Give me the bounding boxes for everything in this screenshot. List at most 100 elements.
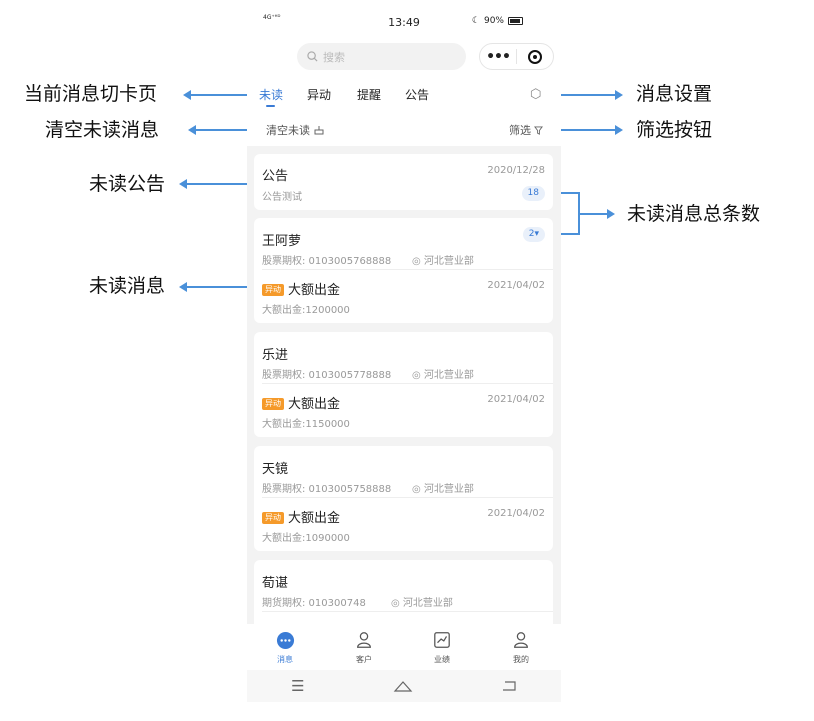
search-icon xyxy=(307,51,318,62)
tab-reminders[interactable]: 提醒 xyxy=(357,88,382,102)
event-date: 2021/04/02 xyxy=(487,394,545,405)
annotation-bracket xyxy=(578,192,580,235)
annotation-unread-message: 未读消息 xyxy=(89,275,166,297)
client-card[interactable]: 乐进 股票期权: 0103005778888 ◎ 河北营业部 异动大额出金 20… xyxy=(254,332,553,437)
moon-icon: ☾ xyxy=(471,16,480,26)
client-name: 荀谌 xyxy=(262,576,289,591)
annotation-unread-total: 未读消息总条数 xyxy=(627,203,761,225)
client-name: 天镜 xyxy=(262,462,289,477)
event-title: 异动大额出金 xyxy=(262,393,340,412)
filter-button[interactable]: 筛选 xyxy=(509,122,543,138)
annotation-arrow xyxy=(188,125,258,135)
client-card[interactable]: 天镜 股票期权: 0103005758888 ◎ 河北营业部 异动大额出金 20… xyxy=(254,446,553,551)
tabbar-mine[interactable]: 我的 xyxy=(491,630,551,665)
notice-title: 公告 xyxy=(262,169,289,184)
broom-icon xyxy=(314,126,324,135)
annotation-arrow xyxy=(546,125,623,135)
event-date: 2021/04/02 xyxy=(487,280,545,291)
location-pin-icon: ◎ xyxy=(412,370,424,381)
battery-percent: 90% xyxy=(483,16,504,26)
branch-location: ◎ 河北营业部 xyxy=(412,484,474,495)
event-detail: 大额出金:1090000 xyxy=(262,533,350,544)
battery-icon xyxy=(508,17,523,25)
tab-unread[interactable]: 未读 xyxy=(259,88,284,102)
target-icon xyxy=(527,49,542,64)
more-icon[interactable]: ••• xyxy=(486,48,511,65)
event-detail: 大额出金:1150000 xyxy=(262,419,350,430)
message-list[interactable]: 公告 2020/12/28 公告测试 18 王阿萝 2▾ 股票期权: 01030… xyxy=(247,146,561,624)
menu-icon[interactable]: ☰ xyxy=(291,677,305,695)
client-account: 期货期权: 010300748 xyxy=(262,598,366,609)
annotation-message-settings: 消息设置 xyxy=(636,83,713,105)
notice-card[interactable]: 公告 2020/12/28 公告测试 18 xyxy=(254,154,553,210)
change-tag: 异动 xyxy=(262,512,284,524)
unread-count-badge: 18 xyxy=(521,186,545,201)
client-name: 乐进 xyxy=(262,348,289,363)
annotation-arrow xyxy=(179,179,248,189)
filter-icon xyxy=(534,125,543,135)
tabbar-label: 消息 xyxy=(277,655,293,664)
annotation-current-tab: 当前消息切卡页 xyxy=(24,83,158,105)
miniprogram-capsule: ••• xyxy=(479,43,554,70)
branch-location: ◎ 河北营业部 xyxy=(391,598,453,609)
capsule-divider xyxy=(516,49,517,64)
system-nav-bar: ☰ xyxy=(247,670,561,702)
filter-label: 筛选 xyxy=(509,124,531,137)
message-tabs: 未读 异动 提醒 公告 xyxy=(247,86,561,108)
location-pin-icon: ◎ xyxy=(412,256,424,267)
tab-notices[interactable]: 公告 xyxy=(405,88,430,102)
tabbar-clients[interactable]: 客户 xyxy=(334,630,394,665)
status-bar: 4G⁺ᴴᴰ 13:49 ☾ 90% xyxy=(247,12,561,34)
branch-location: ◎ 河北营业部 xyxy=(412,256,474,267)
annotation-arrow xyxy=(580,209,615,219)
annotation-unread-notice: 未读公告 xyxy=(89,173,166,195)
annotation-arrow xyxy=(183,90,258,100)
chart-icon xyxy=(434,632,450,648)
back-icon[interactable] xyxy=(501,680,517,692)
profile-icon xyxy=(514,632,528,648)
annotation-arrow xyxy=(546,90,623,100)
tabbar-messages[interactable]: 消息 xyxy=(255,630,315,665)
branch-location: ◎ 河北营业部 xyxy=(412,370,474,381)
status-time: 13:49 xyxy=(388,16,420,29)
status-right: ☾ 90% xyxy=(472,16,523,26)
divider xyxy=(262,269,553,270)
divider xyxy=(262,383,553,384)
notice-date: 2020/12/28 xyxy=(487,165,545,176)
client-card[interactable]: 王阿萝 2▾ 股票期权: 0103005768888 ◎ 河北营业部 异动大额出… xyxy=(254,218,553,323)
divider xyxy=(262,611,553,612)
user-icon xyxy=(357,632,371,648)
location-pin-icon: ◎ xyxy=(412,484,424,495)
close-miniprogram-button[interactable] xyxy=(517,49,553,64)
message-icon xyxy=(276,631,294,649)
client-account: 股票期权: 0103005758888 xyxy=(262,484,392,495)
client-name: 王阿萝 xyxy=(262,234,302,249)
clear-unread-label: 清空未读 xyxy=(266,124,310,137)
notice-subtitle: 公告测试 xyxy=(262,192,302,203)
client-account: 股票期权: 0103005768888 xyxy=(262,256,392,267)
tabbar-performance[interactable]: 业绩 xyxy=(412,630,472,665)
phone-screen: 4G⁺ᴴᴰ 13:49 ☾ 90% 搜索 ••• 未读 异动 xyxy=(247,0,561,702)
home-icon[interactable] xyxy=(393,679,413,693)
annotation-bracket xyxy=(552,233,580,235)
bottom-tab-bar: 消息 客户 业绩 xyxy=(247,624,561,670)
annotation-filter-button: 筛选按钮 xyxy=(636,119,713,141)
clear-unread-button[interactable]: 清空未读 xyxy=(266,122,324,138)
annotation-clear-unread: 清空未读消息 xyxy=(45,119,160,141)
divider xyxy=(262,497,553,498)
event-title: 异动大额出金 xyxy=(262,507,340,526)
tabbar-label: 业绩 xyxy=(434,655,450,664)
client-account: 股票期权: 0103005778888 xyxy=(262,370,392,381)
annotation-arrow xyxy=(179,282,256,292)
search-placeholder: 搜索 xyxy=(323,50,345,64)
tab-changes[interactable]: 异动 xyxy=(307,88,332,102)
network-indicator: 4G⁺ᴴᴰ xyxy=(263,14,281,21)
unread-count-badge[interactable]: 2▾ xyxy=(522,227,545,242)
client-card[interactable]: 荀谌 期货期权: 010300748 ◎ 河北营业部 xyxy=(254,560,553,624)
event-detail: 大额出金:1200000 xyxy=(262,305,350,316)
change-tag: 异动 xyxy=(262,398,284,410)
tabbar-label: 客户 xyxy=(356,655,372,664)
search-input[interactable]: 搜索 xyxy=(297,43,466,70)
settings-hex-icon[interactable]: ⬡ xyxy=(530,87,542,102)
event-title: 异动大额出金 xyxy=(262,279,340,298)
